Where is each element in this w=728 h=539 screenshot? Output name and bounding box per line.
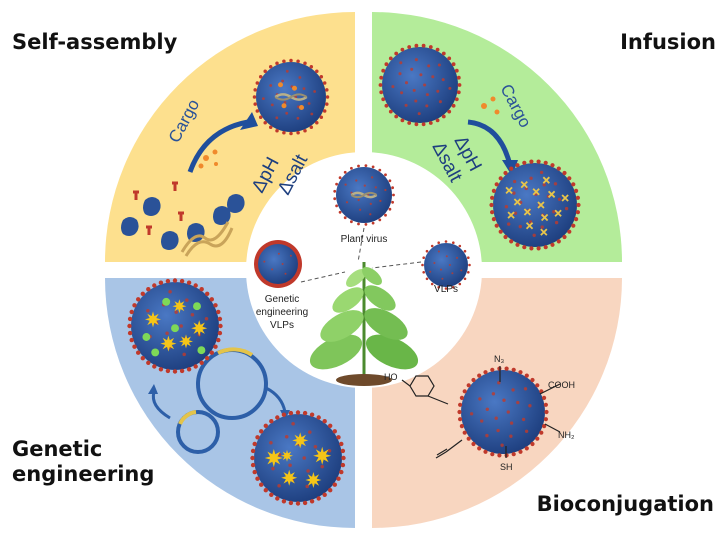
infusion-arrow: [467, 119, 513, 166]
plant-virus-particle: [333, 164, 395, 226]
self-assembly-title: Self-assembly: [12, 30, 178, 54]
cooh-label: COOH: [548, 380, 575, 390]
self-assembly-arrowhead: [240, 112, 258, 130]
self-assembly-content: Cargo ΔpH Δsalt: [121, 96, 313, 257]
genetic-engineering-title-line2: engineering: [12, 462, 155, 486]
genetic-vlps-label-line2: engineering: [256, 307, 308, 318]
self-assembly-cargo-dots: [198, 149, 218, 169]
bioconjugation-particle: [457, 366, 549, 458]
star-cargo-icon: [264, 449, 283, 467]
plasmid-small-icon: [176, 410, 220, 454]
thiol-label: SH: [500, 462, 513, 472]
coat-protein-blob: [121, 217, 139, 236]
rna-strand-icon: [180, 221, 234, 257]
bioconjugation-title: Bioconjugation: [536, 492, 714, 516]
self-assembly-arrow: [187, 119, 249, 173]
center-connectors: [300, 227, 422, 283]
infusion-cargo-dots: [481, 96, 500, 115]
azide-label: N₃: [494, 354, 504, 364]
genetic-engineering-particle-bottom: [250, 410, 346, 506]
amine-label: NH₂: [558, 430, 575, 440]
bioconjugation-chemistry: [401, 366, 561, 459]
virus-particles: [127, 43, 581, 506]
star-cargo-icon: [313, 446, 332, 465]
star-cargo-icon: [281, 469, 298, 486]
star-cargo-icon: [160, 335, 177, 352]
genetic-engineering-content: [148, 347, 290, 454]
infusion-empty-particle: [378, 43, 462, 127]
genetic-engineering-particle-top: [127, 278, 223, 374]
ho-label: HO: [384, 372, 398, 382]
plant-virus-label: Plant virus: [341, 234, 388, 245]
star-cargo-icon: [305, 472, 322, 488]
star-cargo-icon: [191, 320, 208, 337]
genetic-arrow-right: [265, 386, 287, 413]
star-cargo-icon: [179, 334, 193, 349]
coat-protein-blob: [213, 206, 231, 225]
genetic-vlps-label-line1: Genetic: [265, 294, 299, 305]
coat-protein-blob: [161, 231, 179, 250]
star-cargo-icon: [172, 299, 187, 314]
genetic-arrow-left: [151, 391, 171, 420]
star-cargo-icon: [145, 311, 161, 328]
genetic-vlp-particle: [254, 240, 302, 288]
self-assembly-virus-particle: [252, 58, 330, 136]
genetic-engineering-title: Genetic engineering: [12, 437, 154, 487]
star-cargo-icon: [292, 432, 309, 449]
plasmid-large-icon: [196, 347, 268, 420]
star-cargo-icon: [281, 449, 293, 462]
genetic-arrowhead-left: [148, 384, 158, 394]
genetic-vlps-label-line3: VLPs: [270, 320, 294, 331]
coat-protein-blob: [143, 197, 161, 216]
coat-protein-blob: [227, 194, 245, 213]
red-cargo-markers: [133, 181, 184, 235]
vlp-particle: [421, 240, 471, 290]
infusion-title: Infusion: [620, 30, 716, 54]
tobacco-plant-illustration: [309, 262, 419, 386]
infusion-loaded-particle: [489, 159, 581, 251]
genetic-engineering-title-line1: Genetic: [12, 437, 103, 461]
vlps-label: VLPs: [434, 284, 458, 295]
